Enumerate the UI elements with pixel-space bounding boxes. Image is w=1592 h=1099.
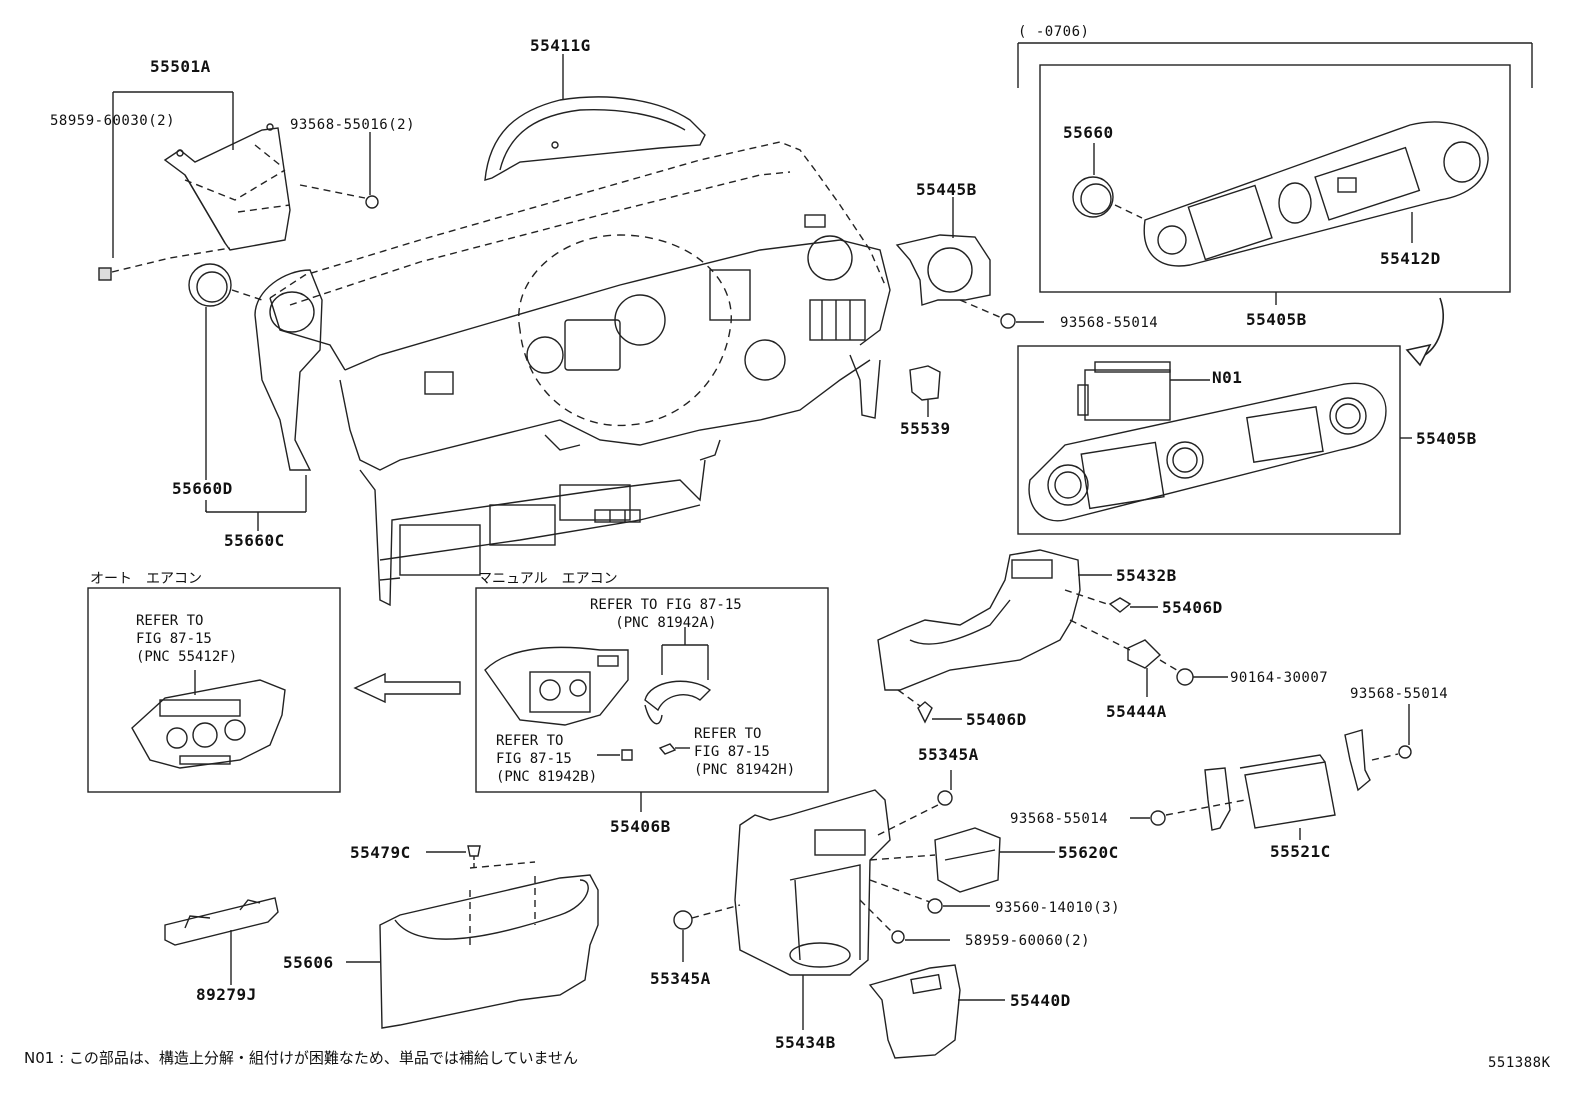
part-89279J-shape — [164, 897, 279, 946]
ref-manual-81942A: REFER TO FIG 87-15 (PNC 81942A) — [590, 597, 742, 631]
part-55445B-shape — [895, 234, 991, 306]
label-N01: N01 — [1212, 368, 1243, 387]
section-auto-ac: オート エアコン — [90, 571, 202, 587]
ref-manual-81942B: REFER TO FIG 87-15 (PNC 81942B) — [496, 733, 598, 785]
label-range: ( -0706) — [1018, 24, 1090, 40]
part-55521C-shape — [1204, 729, 1371, 831]
label-93568-55014-a: 93568-55014 — [1060, 315, 1159, 331]
label-55345A-b: 55345A — [650, 969, 711, 988]
part-55660C-shape — [188, 263, 323, 471]
part-55660-shape — [1072, 176, 1143, 219]
instrument-panel-assembly — [269, 141, 891, 607]
label-55405B-b: 55405B — [1416, 429, 1477, 448]
label-55501A: 55501A — [150, 57, 211, 76]
label-55660: 55660 — [1063, 123, 1114, 142]
label-55434B: 55434B — [775, 1033, 836, 1052]
footnote: N01 : この部品は、構造上分解・組付けが困難なため、単品では補給していません — [24, 1049, 579, 1067]
part-55405B-upper-shape — [1143, 121, 1489, 267]
part-55606-shape — [379, 861, 599, 1029]
label-55406B: 55406B — [610, 817, 671, 836]
label-55440D: 55440D — [1010, 991, 1071, 1010]
label-58959-60030: 58959-60030(2) — [50, 113, 176, 129]
label-90164-30007: 90164-30007 — [1230, 670, 1329, 686]
diagram-id: 551388K — [1488, 1055, 1551, 1071]
label-55406D-a: 55406D — [1162, 598, 1223, 617]
label-55660C: 55660C — [224, 531, 285, 550]
label-55411G: 55411G — [530, 36, 591, 55]
label-55345A-a: 55345A — [918, 745, 979, 764]
label-55405B-a: 55405B — [1246, 310, 1307, 329]
label-89279J: 89279J — [196, 985, 257, 1004]
label-55444A: 55444A — [1106, 702, 1167, 721]
label-93568-55014-c: 93568-55014 — [1010, 811, 1109, 827]
label-55445B: 55445B — [916, 180, 977, 199]
label-55606: 55606 — [283, 953, 334, 972]
label-93560-14010: 93560-14010(3) — [995, 900, 1121, 916]
part-81942A-shape — [484, 646, 712, 726]
part-55434B-shape — [734, 789, 891, 976]
part-55411G-shape — [484, 96, 706, 181]
label-55479C: 55479C — [350, 843, 411, 862]
label-55412D: 55412D — [1380, 249, 1441, 268]
part-55432B-shape — [877, 549, 1081, 691]
label-55406D-b: 55406D — [966, 710, 1027, 729]
ref-auto-55412F: REFER TO FIG 87-15 (PNC 55412F) — [136, 613, 238, 665]
ref-manual-81942H: REFER TO FIG 87-15 (PNC 81942H) — [694, 726, 796, 778]
label-55432B: 55432B — [1116, 566, 1177, 585]
label-58959-60060: 58959-60060(2) — [965, 933, 1091, 949]
part-55405B-lower-shape — [1028, 361, 1387, 522]
label-55620C: 55620C — [1058, 843, 1119, 862]
label-55539: 55539 — [900, 419, 951, 438]
part-55412F-shape — [131, 679, 286, 769]
label-93568-55014-b: 93568-55014 — [1350, 686, 1449, 702]
label-55521C: 55521C — [1270, 842, 1331, 861]
label-93568-55016: 93568-55016(2) — [290, 117, 416, 133]
section-manual-ac: マニュアル エアコン — [478, 571, 618, 587]
label-55660D: 55660D — [172, 479, 233, 498]
part-55501A-shape — [163, 123, 291, 251]
